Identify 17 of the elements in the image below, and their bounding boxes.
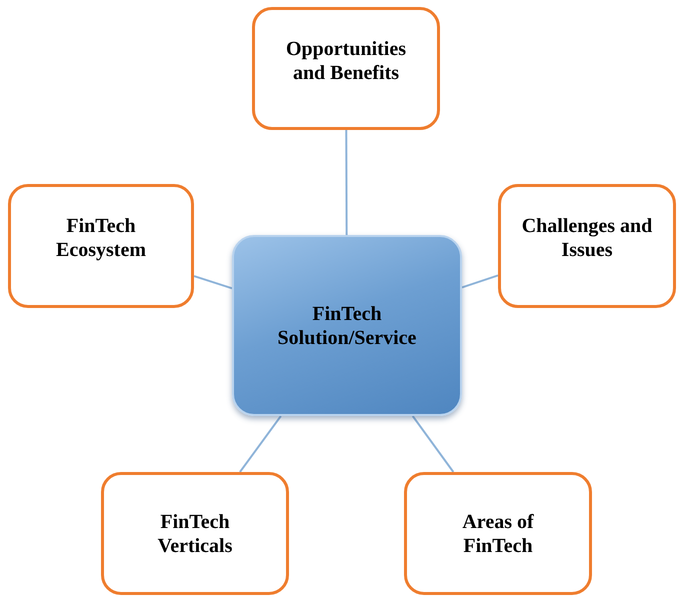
connector-line — [194, 275, 232, 290]
connector-line — [462, 274, 498, 288]
box-label: Challenges and Issues — [520, 214, 654, 262]
topic-box — [498, 184, 676, 308]
topic-box — [252, 7, 440, 130]
topic-box — [8, 184, 194, 308]
box-label: Areas of FinTech — [461, 510, 535, 558]
connector-line — [345, 130, 348, 235]
topic-box — [101, 472, 289, 595]
topic-box — [404, 472, 592, 595]
box-label: FinTech Solution/Service — [276, 302, 418, 350]
central-box — [232, 235, 462, 416]
box-label: FinTech Ecosystem — [55, 214, 147, 262]
connector-line — [412, 415, 454, 473]
connector-line — [239, 415, 282, 473]
box-label: Opportunities and Benefits — [284, 36, 408, 84]
box-label: FinTech Verticals — [156, 510, 234, 558]
